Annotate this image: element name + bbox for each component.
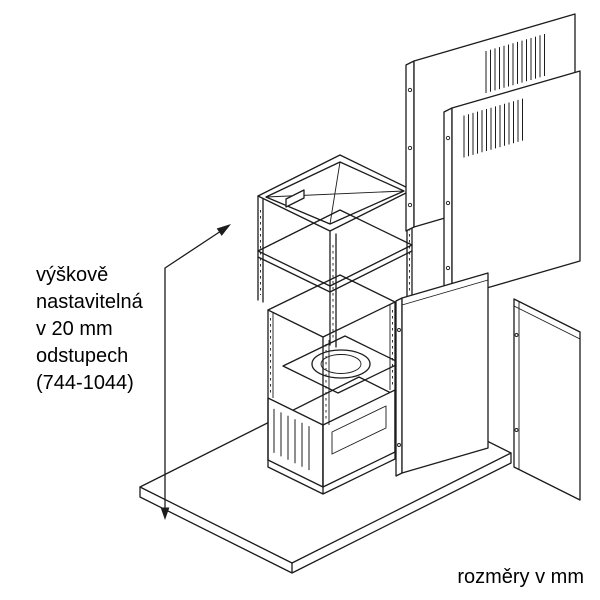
chimney-panel-lower-left xyxy=(395,272,489,477)
duct-hole xyxy=(311,349,371,379)
mounting-bracket xyxy=(285,189,305,208)
vent-slots-front-panel xyxy=(463,98,523,158)
height-adjustment-annotation: výškově nastavitelná v 20 mm odstupech (… xyxy=(36,262,143,397)
chimney-panel-lower-right xyxy=(513,298,581,501)
chimney-panel-upper-front xyxy=(443,70,581,303)
annotation-line-1: výškově xyxy=(36,264,109,286)
duct-shelf xyxy=(282,335,401,394)
vent-slots-back-panel xyxy=(485,34,545,93)
mounting-frame-upper xyxy=(257,154,413,348)
annotation-line-4: odstupech xyxy=(36,345,129,367)
height-adjustment-arrow xyxy=(160,224,231,520)
annotation-line-3: v 20 mm xyxy=(36,318,113,340)
annotation-line-5: (744-1044) xyxy=(36,372,134,394)
access-door xyxy=(331,405,387,455)
dimensions-unit-label: rozměry v mm xyxy=(457,566,584,588)
annotation-line-2: nastavitelná xyxy=(36,291,143,313)
vent-slots-lower xyxy=(273,408,310,471)
mounting-frame-lower xyxy=(267,274,401,495)
